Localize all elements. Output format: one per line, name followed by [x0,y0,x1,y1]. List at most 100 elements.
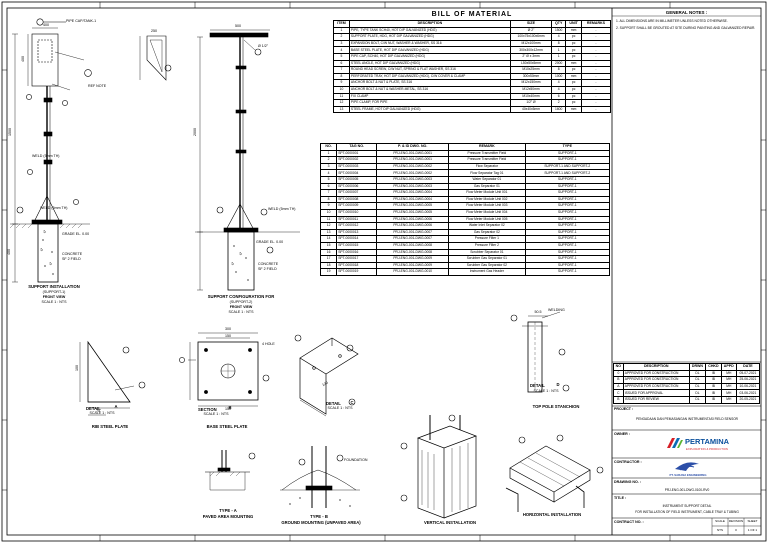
support2-sub1: (SUPPORT-2) [229,300,253,304]
bom-cell: ANCHOR BOLT & NUT & PLATE, SS 316 [348,79,511,87]
bom-cell: 300x50mm [509,72,553,81]
tag-cell: Pressure Filter 1 [448,235,526,243]
tag-cell: SPT-0000004 [336,169,378,177]
bom-cell: 100x75x100x6mm [509,33,553,41]
sheet-head: SHEET [747,519,758,523]
tag-cell: 3 [319,162,338,171]
revision-cell: MH [720,382,737,391]
tag-cell: Flow Separator Tag 01 [448,169,526,177]
bom-cell: 8 [551,66,567,74]
bom-cell: 6 [551,92,567,101]
revision-cell: DL [688,369,707,378]
revision-cell: ISSUED FOR APPROVAL [622,389,690,397]
tag-cell: PRJ-ENG-001-DWG-0009 [376,261,450,270]
bom-cell: 1500 [551,26,567,35]
type-a-label: TYPE - A [219,508,237,513]
bom-cell: 2000 [551,59,567,68]
pole-stanchion-label: TOP POLE STANCHION [532,404,580,409]
tag-cell: SPT-0000019 [336,268,378,276]
bom-cell: 3 [333,39,350,48]
bom-cell: 40x40x5mm [509,105,553,114]
horizontal-install-view [505,434,604,512]
revision-cell: A [613,382,624,391]
bom-header-cell: REMARKS [580,20,612,28]
section-b-title: SECTION [198,407,217,412]
tag-cell: SPT-0000014 [336,235,378,243]
bom-cell: 300x300x12mm [509,46,553,54]
revision-cell: C [613,389,624,397]
callout-welding: WELDING [548,308,565,312]
revision-cell: APPROVED FOR CONSTRUCTION [622,376,690,384]
tag-cell: Gas Separator 02 [448,228,526,237]
callout-concrete-2: CONCRETE [258,262,279,266]
vertical-install-view [400,414,477,519]
vertical-install-label: VERTICAL INSTALLATION [423,520,477,525]
bom-cell: 12 [333,99,350,107]
tag-cell: SUPPORT-1 [524,149,611,158]
tag-cell: PRJ-ENG-001-DWG-0001 [376,149,450,158]
bom-cell: 4 [551,33,567,41]
bom-cell: pc [565,85,582,94]
revision-header-cell: NO [613,363,624,371]
tag-cell: PRJ-ENG-001-DWG-0005 [376,208,450,217]
tag-cell: SPT-0000017 [336,255,378,263]
tag-cell: SUPPORT-1 [524,182,611,191]
bom-cell: pc [565,46,582,54]
bom-cell: M12x150mm [509,79,553,87]
contractor-label: CONTRACTOR : [614,460,642,464]
project-label: PROJECT : [614,407,634,411]
tag-cell: SPT-0000012 [336,222,378,230]
dim-400-base: 400 [7,249,11,255]
tag-cell: SUPPORT-1 [524,215,611,224]
tag-cell: SUPPORT-1 [524,268,611,276]
revision-header-cell: CHKD [705,363,722,371]
bom-cell: 8 [551,39,567,48]
bom-cell: M12x100mm [509,39,553,48]
bom-cell: - [580,92,612,101]
tag-cell: SUPPORT-1 [524,255,611,263]
pertamina-logo-icon [667,438,683,448]
tag-cell: PRJ-ENG-001-DWG-0002 [376,169,450,177]
angle-detail-view [294,334,359,417]
tag-cell: SUPPORT-1 AND SUPPORT-2 [524,169,611,177]
dim-2000: 2000 [193,128,197,136]
callout-pipe-half: Ø 1/2" [258,44,269,48]
tag-cell: PRJ-ENG-001-DWG-0006 [376,222,450,230]
tag-cell: 19 [319,268,338,276]
bom-cell: 2 [551,99,567,107]
revision-cell: IB [705,369,722,378]
notes-title: GENERAL NOTES : [665,10,708,15]
bom-cell: PIPE CLAMP, FOR PIPE [348,99,511,107]
type-a-view [205,450,256,491]
bom-cell: L50x50x5mm [509,59,553,68]
bom-cell: 1600 [551,105,567,114]
bom-cell: Ø 2" [509,26,553,35]
tag-cell: Scrubber Gas Separator 02 [448,261,526,270]
bom-cell: mm [565,59,582,68]
bom-cell: 1 [333,26,350,35]
support-2-view [195,29,300,291]
bom-cell: - [580,39,612,48]
bom-cell: 10 [333,85,350,94]
bom-title: BILL OF MATERIAL [431,11,513,18]
bom-cell: pc [565,66,582,74]
bom-cell: 9 [333,79,350,87]
type-b-label: TYPE - B [310,514,328,519]
callout-weld-3: WELD (5mm TH) [268,207,296,211]
support2-foundation [227,231,255,291]
tag-cell: PRJ-ENG-001-DWG-0002 [376,162,450,171]
tag-cell: 14 [319,235,338,243]
bom-cell: 4 [333,46,350,54]
bom-cell: STEEL ANGLE, HOT DIP GALVANIZED (HDG) [348,59,511,68]
